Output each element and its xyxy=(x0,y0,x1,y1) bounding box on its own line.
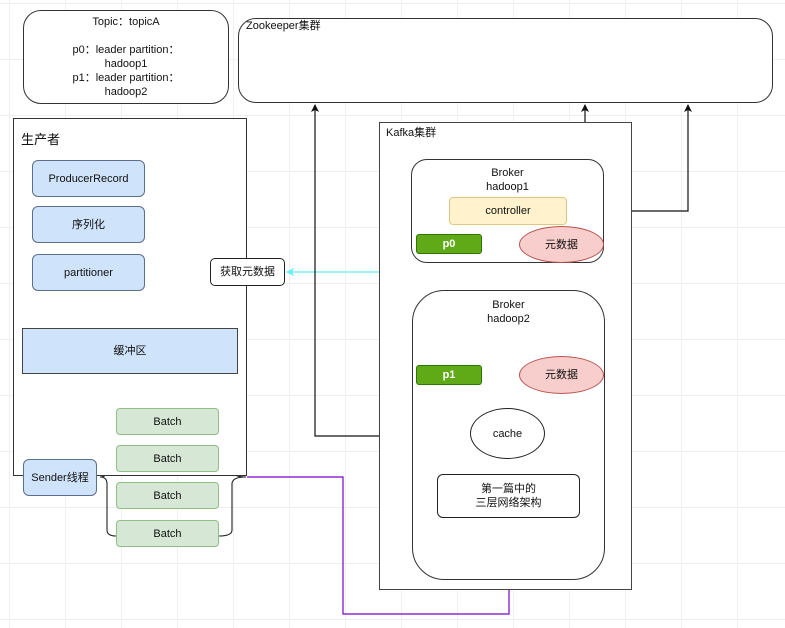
buffer-node[interactable]: 缓冲区 xyxy=(22,328,238,374)
serializer-node[interactable]: 序列化 xyxy=(32,206,145,243)
batch-node[interactable]: Batch xyxy=(116,520,219,547)
batch-node[interactable]: Batch xyxy=(116,445,219,472)
partitioner-node[interactable]: partitioner xyxy=(32,254,145,291)
partition-p0[interactable]: p0 xyxy=(416,234,482,254)
serializer-label: 序列化 xyxy=(72,218,105,231)
metadata-label: 元数据 xyxy=(545,369,578,381)
broker-title: Broker xyxy=(491,167,524,179)
topic-line: p1：leader partition： xyxy=(72,72,180,84)
metadata-hadoop2[interactable]: 元数据 xyxy=(519,356,604,394)
buffer-label: 缓冲区 xyxy=(113,345,147,357)
partition-p1-label: p1 xyxy=(442,369,456,381)
metadata-label: 元数据 xyxy=(545,238,578,251)
batch-label: Batch xyxy=(153,527,182,540)
sender-thread-node[interactable]: Sender线程 xyxy=(23,459,97,496)
fetch-metadata-node[interactable]: 获取元数据 xyxy=(210,258,285,286)
network-architecture-node[interactable]: 第一篇中的 三层网络架构 xyxy=(437,474,580,518)
sender-thread-label: Sender线程 xyxy=(31,471,89,484)
topic-line: p0：leader partition： xyxy=(72,44,180,56)
partitioner-label: partitioner xyxy=(64,266,113,279)
broker-host: hadoop2 xyxy=(487,313,530,325)
zookeeper-cluster-label: Zookeeper集群 xyxy=(246,20,321,32)
broker-host: hadoop1 xyxy=(486,181,529,193)
cache-node[interactable]: cache xyxy=(470,408,545,459)
cache-label: cache xyxy=(492,427,523,440)
network-label-line: 第一篇中的 xyxy=(481,483,536,495)
network-label-line: 三层网络架构 xyxy=(475,497,542,509)
producer-record-node[interactable]: ProducerRecord xyxy=(32,160,145,197)
producer-record-label: ProducerRecord xyxy=(48,172,129,185)
batch-node[interactable]: Batch xyxy=(116,408,219,435)
broker-title: Broker xyxy=(492,299,525,311)
producer-label: 生产者 xyxy=(21,132,61,147)
metadata-hadoop1[interactable]: 元数据 xyxy=(519,226,604,263)
batch-label: Batch xyxy=(153,489,182,502)
kafka-cluster-label: Kafka集群 xyxy=(386,127,437,139)
controller-node[interactable]: controller xyxy=(449,197,567,225)
batch-label: Batch xyxy=(153,452,182,465)
partition-p1[interactable]: p1 xyxy=(416,365,482,385)
controller-label: controller xyxy=(485,205,531,217)
broker-hadoop2-title: Broker hadoop2 xyxy=(412,298,605,326)
topic-line: hadoop1 xyxy=(104,58,148,70)
topic-line: hadoop2 xyxy=(104,86,148,98)
topic-info-box: Topic：topicA p0：leader partition： hadoop… xyxy=(23,10,229,104)
fetch-metadata-label: 获取元数据 xyxy=(220,266,275,278)
topic-title: Topic：topicA xyxy=(92,16,160,28)
partition-p0-label: p0 xyxy=(442,238,456,250)
batch-label: Batch xyxy=(153,415,182,428)
batch-node[interactable]: Batch xyxy=(116,482,219,509)
broker-hadoop1-title: Broker hadoop1 xyxy=(411,166,604,194)
zookeeper-cluster[interactable] xyxy=(238,18,773,103)
